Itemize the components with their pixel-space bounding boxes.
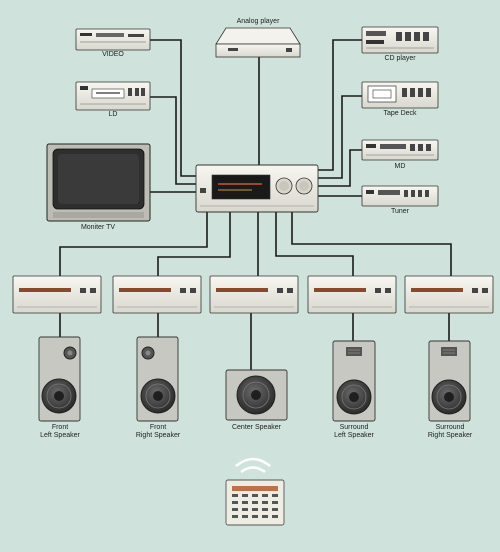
- label-front-right-line-1: Front: [149, 424, 167, 431]
- cables: [59, 39, 452, 370]
- label-tape-deck: Tape Deck: [383, 110, 417, 117]
- cable-amp-4: [275, 212, 354, 276]
- cable-cd: [318, 39, 362, 171]
- cable-video: [150, 39, 196, 177]
- monitor-tv-device: [46, 143, 151, 222]
- tape-deck-device: [361, 81, 439, 109]
- power-amplifier-5: [404, 275, 494, 314]
- label-surround-right-line-2: Right Speaker: [427, 432, 473, 439]
- ld-player-device: [75, 81, 151, 111]
- cable-ld: [150, 96, 196, 185]
- label-surround-right-speaker: Surround Right Speaker: [416, 424, 484, 440]
- label-front-left-line-1: Front: [51, 424, 69, 431]
- label-analog-player: Analog player: [236, 18, 280, 25]
- label-front-right-line-2: Right Speaker: [135, 432, 181, 439]
- av-amplifier-device: [195, 164, 319, 213]
- analog-player-device: [215, 27, 301, 58]
- cable-md: [318, 149, 362, 187]
- front-left-speaker: [38, 336, 81, 422]
- label-front-right-speaker: Front Right Speaker: [125, 424, 191, 440]
- cd-player-device: [361, 26, 439, 54]
- cable-amp-5: [291, 212, 452, 276]
- remote-control: [225, 457, 285, 526]
- label-surround-left-line-1: Surround: [339, 424, 369, 431]
- cable-tape: [318, 95, 362, 179]
- label-center-speaker: Center Speaker: [231, 424, 282, 431]
- cable-amp-2: [157, 212, 231, 276]
- surround-left-speaker: [332, 340, 376, 422]
- label-tuner: Tuner: [390, 208, 410, 215]
- label-video: VIDEO: [102, 51, 124, 58]
- label-front-left-speaker: Front Left Speaker: [29, 424, 91, 440]
- cable-amp-1: [59, 212, 208, 276]
- label-front-left-line-2: Left Speaker: [40, 432, 80, 439]
- label-monitor-tv: Moniter TV: [80, 224, 116, 231]
- label-md: MD: [394, 163, 406, 170]
- label-surround-left-line-2: Left Speaker: [334, 432, 374, 439]
- label-surround-right-line-1: Surround: [435, 424, 465, 431]
- surround-right-speaker: [428, 340, 471, 422]
- label-surround-left-speaker: Surround Left Speaker: [322, 424, 386, 440]
- md-device: [361, 139, 439, 161]
- video-deck-device: [75, 28, 151, 51]
- power-amplifier-1: [12, 275, 102, 314]
- front-right-speaker: [136, 336, 179, 422]
- power-amplifier-2: [112, 275, 202, 314]
- tuner-device: [361, 185, 439, 207]
- label-ld: LD: [108, 111, 118, 118]
- center-speaker: [225, 369, 288, 421]
- power-amplifier-4: [307, 275, 397, 314]
- power-amplifier-3: [209, 275, 299, 314]
- label-cd-player: CD player: [384, 55, 416, 62]
